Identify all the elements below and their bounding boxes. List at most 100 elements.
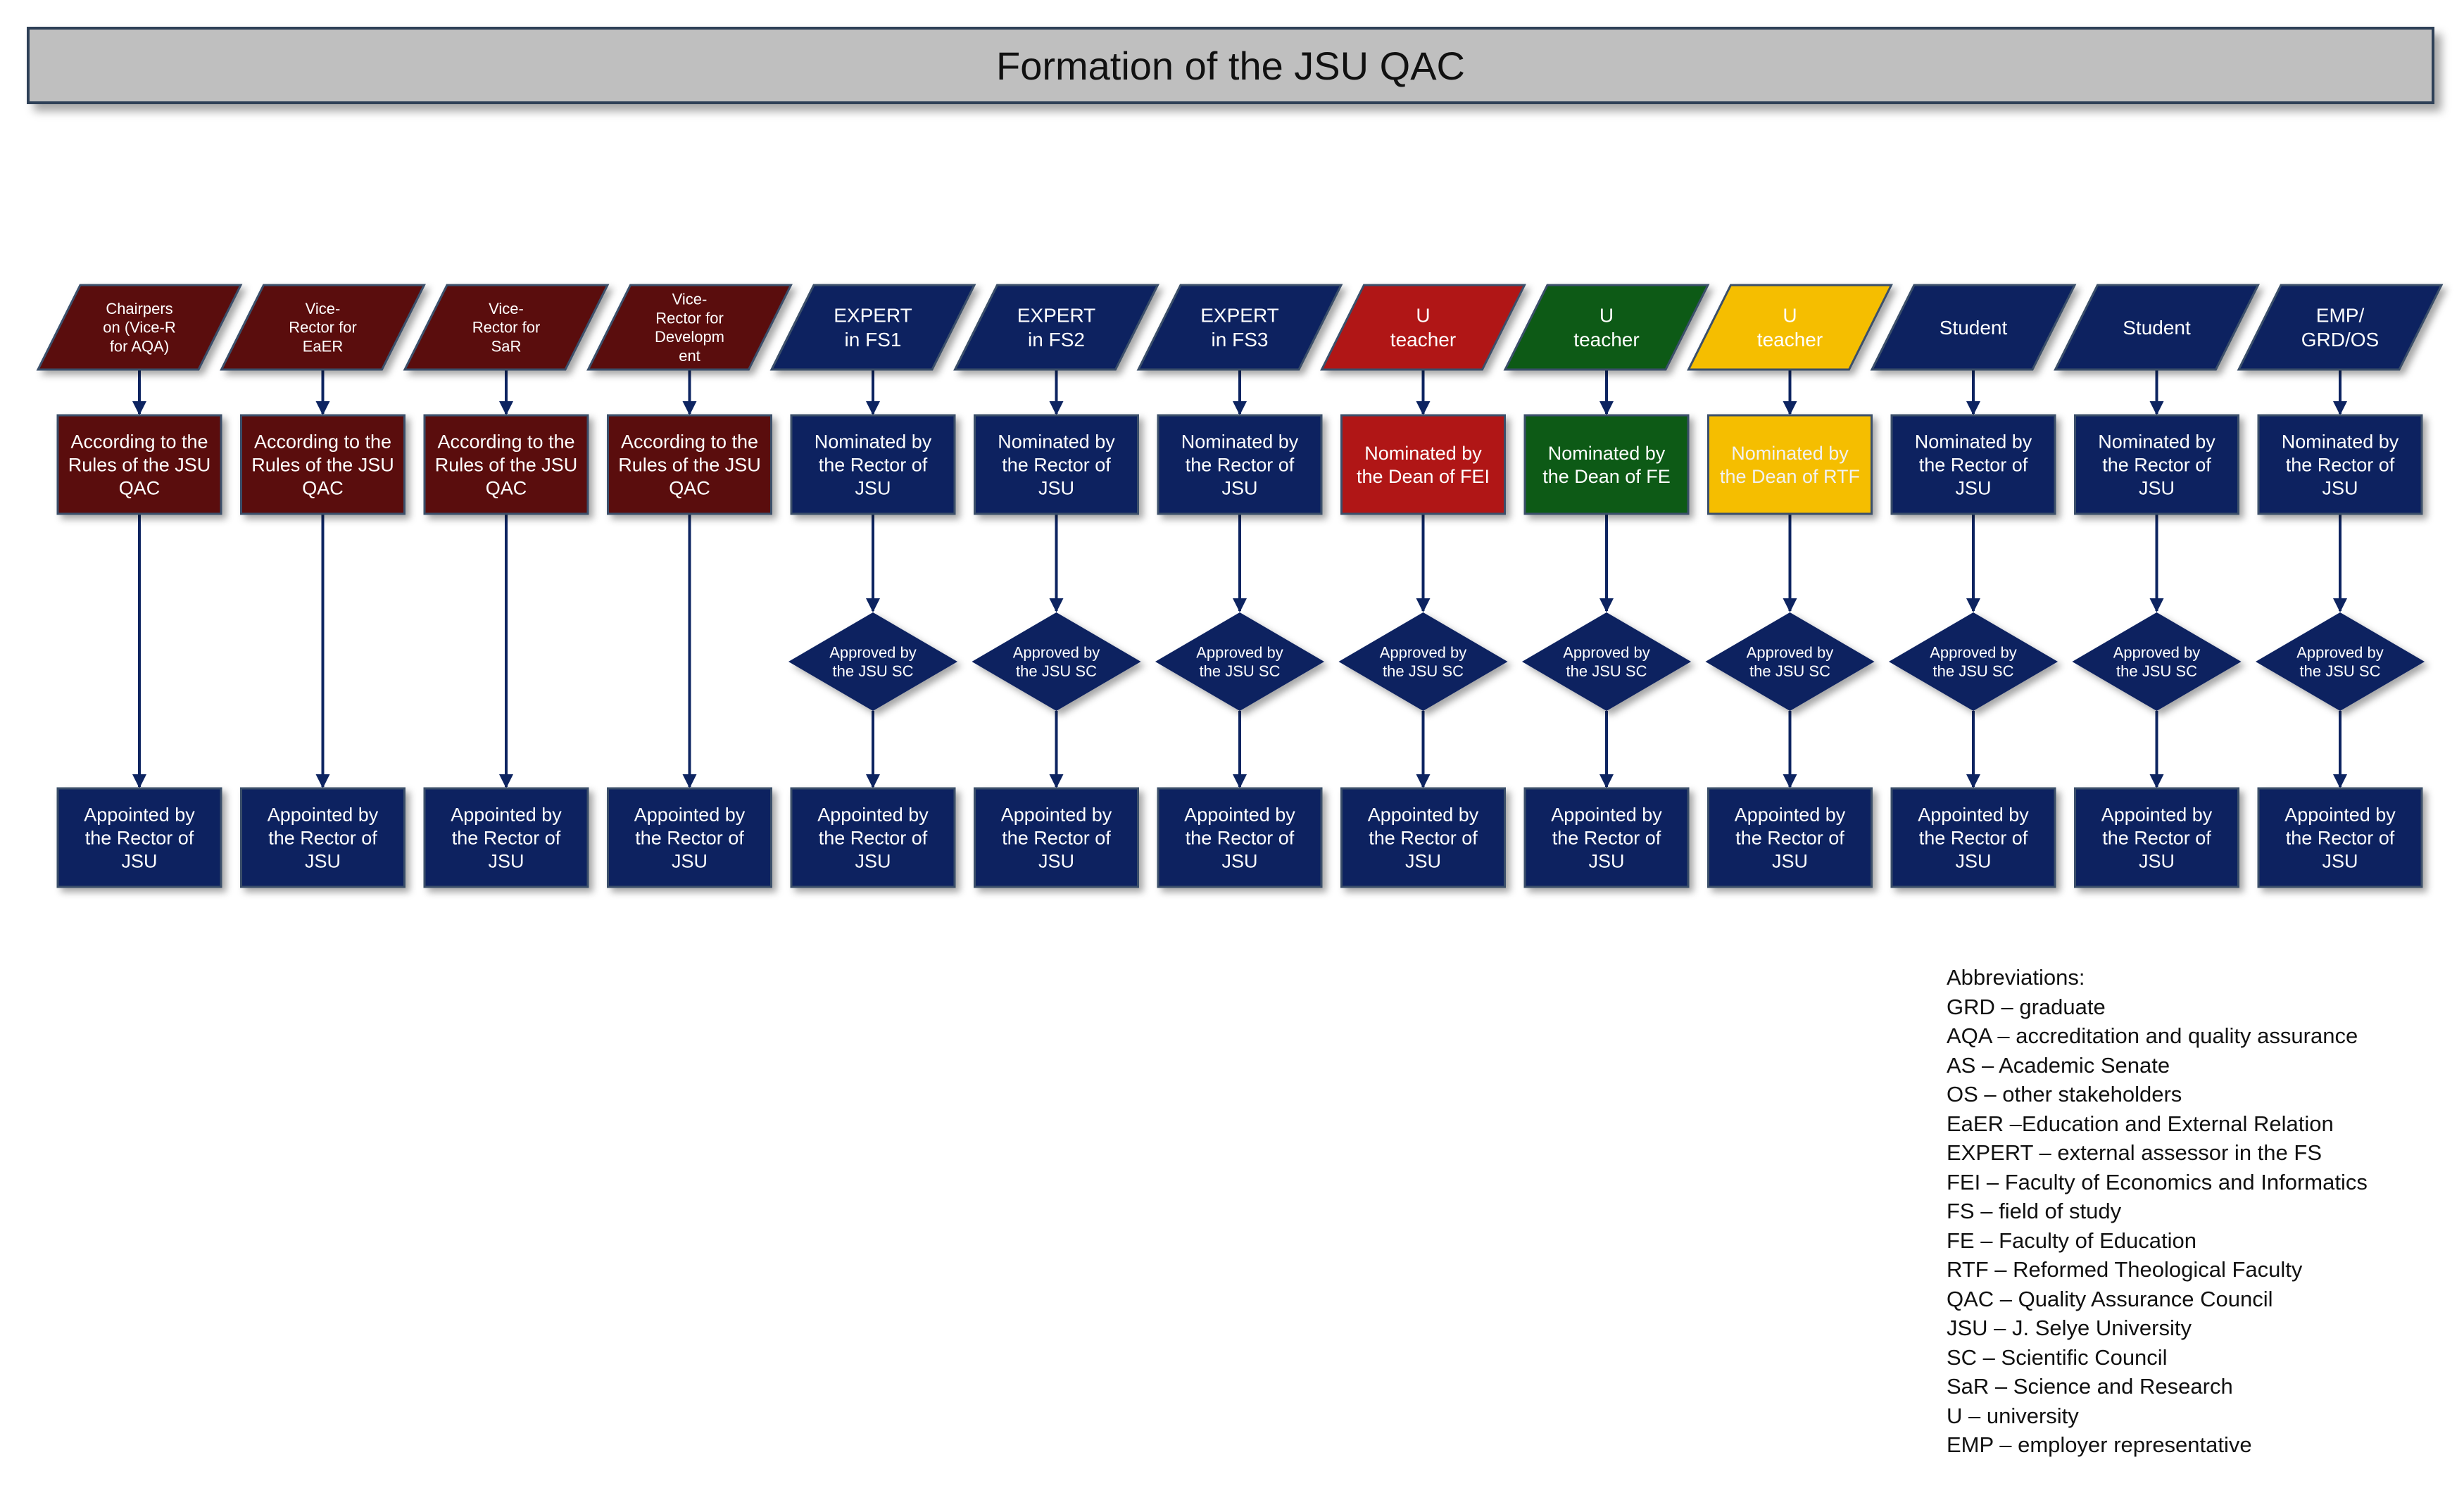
nomination-box (240, 414, 406, 515)
abbreviation-item: EMP – employer representative (1947, 1432, 2252, 1457)
role-parallelogram (1503, 284, 1710, 371)
diagram-title-bar: Formation of the JSU QAC (27, 27, 2434, 104)
appointment-box (1707, 787, 1873, 888)
abbreviation-item: U – university (1947, 1403, 2079, 1428)
nomination-box (1707, 414, 1873, 515)
role-parallelogram (36, 284, 243, 371)
appointment-box (56, 787, 222, 888)
abbreviations-heading: Abbreviations: (1947, 965, 2085, 990)
nomination-box (1890, 414, 2056, 515)
appointment-box (1890, 787, 2056, 888)
approval-diamond (1155, 612, 1324, 711)
appointment-box (240, 787, 406, 888)
approval-diamond (1705, 612, 1875, 711)
nomination-box (1340, 414, 1506, 515)
role-parallelogram (1870, 284, 2077, 371)
abbreviation-item: FS – field of study (1947, 1199, 2122, 1223)
abbreviation-item: OS – other stakeholders (1947, 1082, 2182, 1106)
role-parallelogram (2237, 284, 2444, 371)
appointment-box (1523, 787, 1690, 888)
approval-diamond (1522, 612, 1691, 711)
nomination-box (56, 414, 222, 515)
abbreviation-item: EXPERT – external assessor in the FS (1947, 1140, 2322, 1165)
appointment-box (2257, 787, 2423, 888)
role-parallelogram (1136, 284, 1343, 371)
approval-diamond (788, 612, 957, 711)
abbreviations-legend: Abbreviations: GRD – graduate AQA – accr… (1947, 963, 2439, 1460)
nomination-box (1523, 414, 1690, 515)
role-parallelogram (220, 284, 426, 371)
abbreviation-item: RTF – Reformed Theological Faculty (1947, 1257, 2303, 1282)
abbreviation-item: FE – Faculty of Education (1947, 1228, 2196, 1253)
approval-diamond (2256, 612, 2425, 711)
approval-diamond (1889, 612, 2058, 711)
abbreviation-item: QAC – Quality Assurance Council (1947, 1286, 2273, 1311)
nomination-box (423, 414, 589, 515)
abbreviation-item: SaR – Science and Research (1947, 1374, 2233, 1399)
appointment-box (1157, 787, 1323, 888)
abbreviation-item: SC – Scientific Council (1947, 1344, 2168, 1370)
role-label: EMP/GRD/OS (2301, 305, 2379, 351)
diagram-title: Formation of the JSU QAC (995, 43, 1465, 88)
nomination-box (2074, 414, 2239, 515)
appointment-box (974, 787, 1139, 888)
abbreviation-item: FEI – Faculty of Economics and Informati… (1947, 1169, 2368, 1194)
approval-diamond (972, 612, 1141, 711)
appointment-box (790, 787, 956, 888)
nomination-box (974, 414, 1139, 515)
role-parallelogram (403, 284, 610, 371)
appointment-box (2074, 787, 2239, 888)
nomination-box (2257, 414, 2423, 515)
role-label: Student (2123, 317, 2191, 339)
role-parallelogram (953, 284, 1159, 371)
role-parallelogram (2054, 284, 2260, 371)
nomination-box (1157, 414, 1323, 515)
role-label: Student (1940, 317, 2008, 339)
abbreviation-item: EaER –Education and External Relation (1947, 1111, 2334, 1136)
abbreviation-item: JSU – J. Selye University (1947, 1316, 2192, 1340)
abbreviation-item: AQA – accreditation and quality assuranc… (1947, 1023, 2358, 1048)
appointment-box (607, 787, 772, 888)
abbreviation-item: AS – Academic Senate (1947, 1052, 2170, 1078)
appointment-box (1340, 787, 1506, 888)
